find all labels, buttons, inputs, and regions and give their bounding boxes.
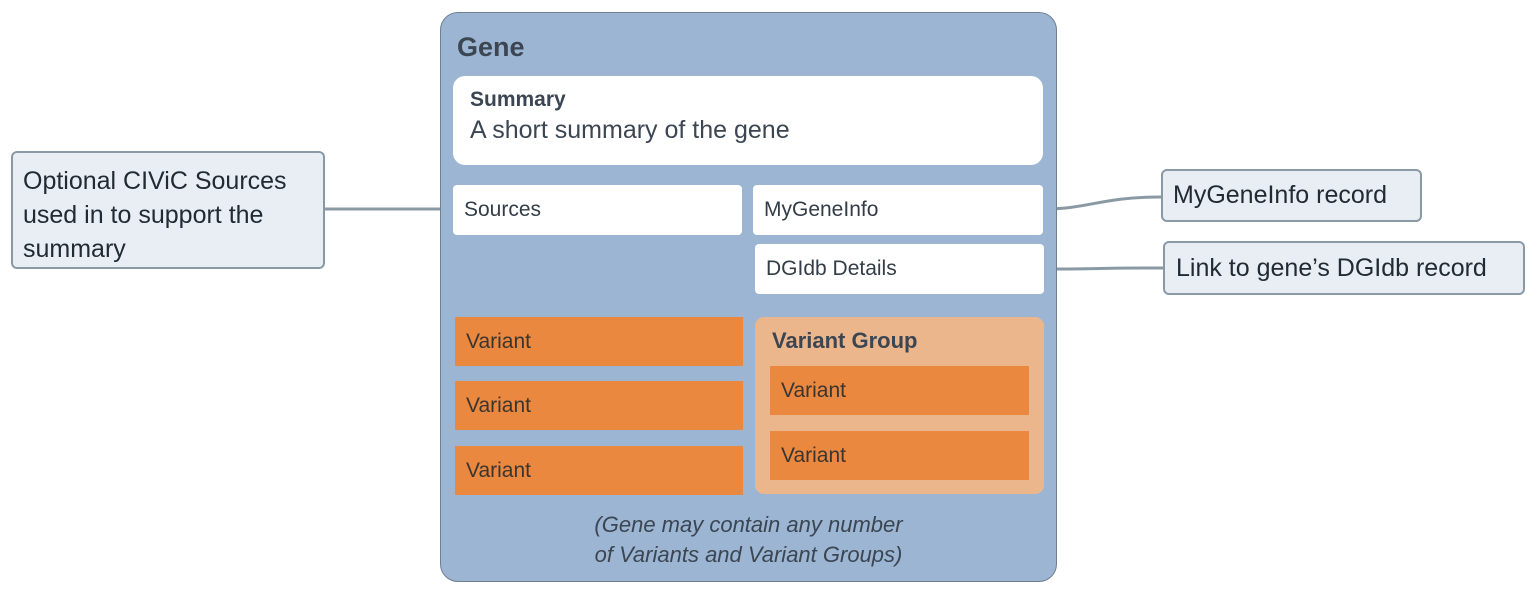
footnote: (Gene may contain any number of Variants… — [440, 510, 1057, 570]
callout-mygeneinfo-text: MyGeneInfo record — [1173, 181, 1387, 209]
dgidb-details-box: DGIdb Details — [755, 244, 1044, 294]
mygeneinfo-label: MyGeneInfo — [764, 198, 879, 221]
variant-label: Variant — [466, 329, 531, 353]
callout-dgidb: Link to gene’s DGIdb record — [1163, 241, 1525, 295]
variant-box: Variant — [455, 446, 743, 495]
variant-label: Variant — [781, 443, 846, 467]
variant-box: Variant — [455, 381, 743, 430]
variant-box: Variant — [455, 317, 743, 366]
callout-mygeneinfo: MyGeneInfo record — [1161, 169, 1422, 222]
callout-sources-line-1: Optional CIViC Sources — [23, 167, 287, 195]
summary-text: A short summary of the gene — [470, 116, 790, 144]
summary-heading: Summary — [470, 88, 566, 111]
sources-label: Sources — [464, 198, 542, 221]
sources-box: Sources — [453, 185, 742, 235]
callout-sources-line-3: summary — [23, 235, 126, 263]
variant-group-title: Variant Group — [772, 328, 918, 353]
footnote-line-1: (Gene may contain any number — [594, 512, 903, 537]
footnote-line-2: of Variants and Variant Groups) — [594, 542, 903, 567]
variant-group-variant: Variant — [770, 431, 1029, 480]
dgidb-details-label: DGIdb Details — [766, 257, 897, 280]
callout-sources-line-2: used in to support the — [23, 201, 264, 229]
callout-dgidb-text: Link to gene’s DGIdb record — [1176, 253, 1487, 282]
variant-label: Variant — [781, 378, 846, 402]
connector-dgidb — [1044, 266, 1164, 271]
callout-sources: Optional CIViC Sources used in to suppor… — [11, 151, 325, 269]
variant-group-variant: Variant — [770, 366, 1029, 415]
summary-box — [453, 76, 1043, 165]
mygeneinfo-box: MyGeneInfo — [753, 185, 1043, 235]
variant-label: Variant — [466, 458, 531, 482]
gene-title: Gene — [457, 32, 525, 62]
variant-label: Variant — [466, 393, 531, 417]
connector-mygeneinfo — [1042, 195, 1162, 211]
